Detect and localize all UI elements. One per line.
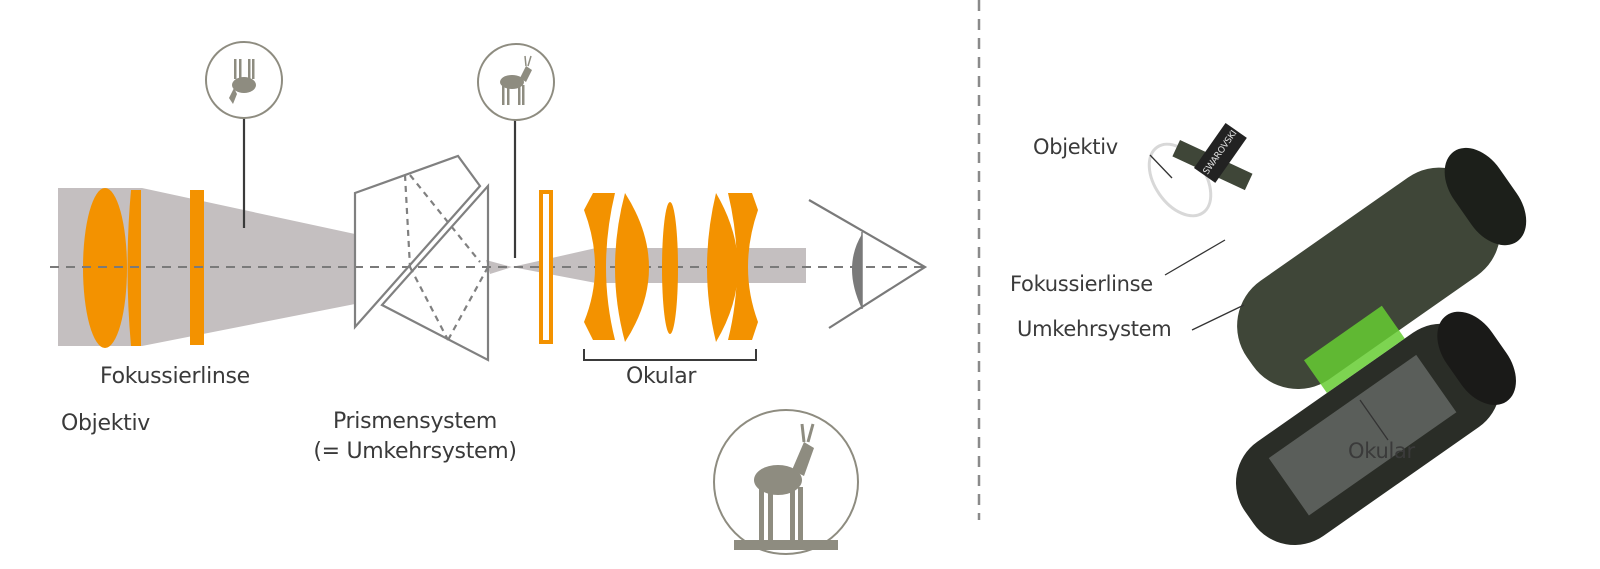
right-label-focus-lens: Fokussierlinse [1010, 272, 1153, 296]
deer-magnified-icon [713, 409, 859, 555]
right-label-objective: Objektiv [1033, 135, 1118, 159]
label-eyepiece: Okular [626, 364, 697, 389]
prism-system [353, 154, 490, 362]
label-objective: Objektiv [61, 411, 151, 436]
right-label-eyepiece: Okular [1348, 439, 1415, 463]
label-focus-lens: Fokussierlinse [100, 364, 250, 389]
deer-upside-down-icon [205, 41, 283, 119]
label-prism-line1: Prismensystem [332, 409, 498, 434]
field-lens [539, 190, 553, 344]
label-prism-line2: (= Umkehrsystem) [313, 439, 517, 464]
eyepiece-lenses [584, 193, 758, 342]
light-beam-eyepiece [512, 248, 806, 283]
label-prism-system: Prismensystem (= Umkehrsystem) [300, 409, 530, 465]
deer-upright-icon [477, 43, 555, 121]
right-callouts [1149, 154, 1389, 441]
eyepiece-bracket [583, 349, 757, 361]
right-label-reversing-system: Umkehrsystem [1017, 317, 1172, 341]
eye-icon [808, 199, 928, 329]
binoculars-image [1147, 139, 1527, 545]
